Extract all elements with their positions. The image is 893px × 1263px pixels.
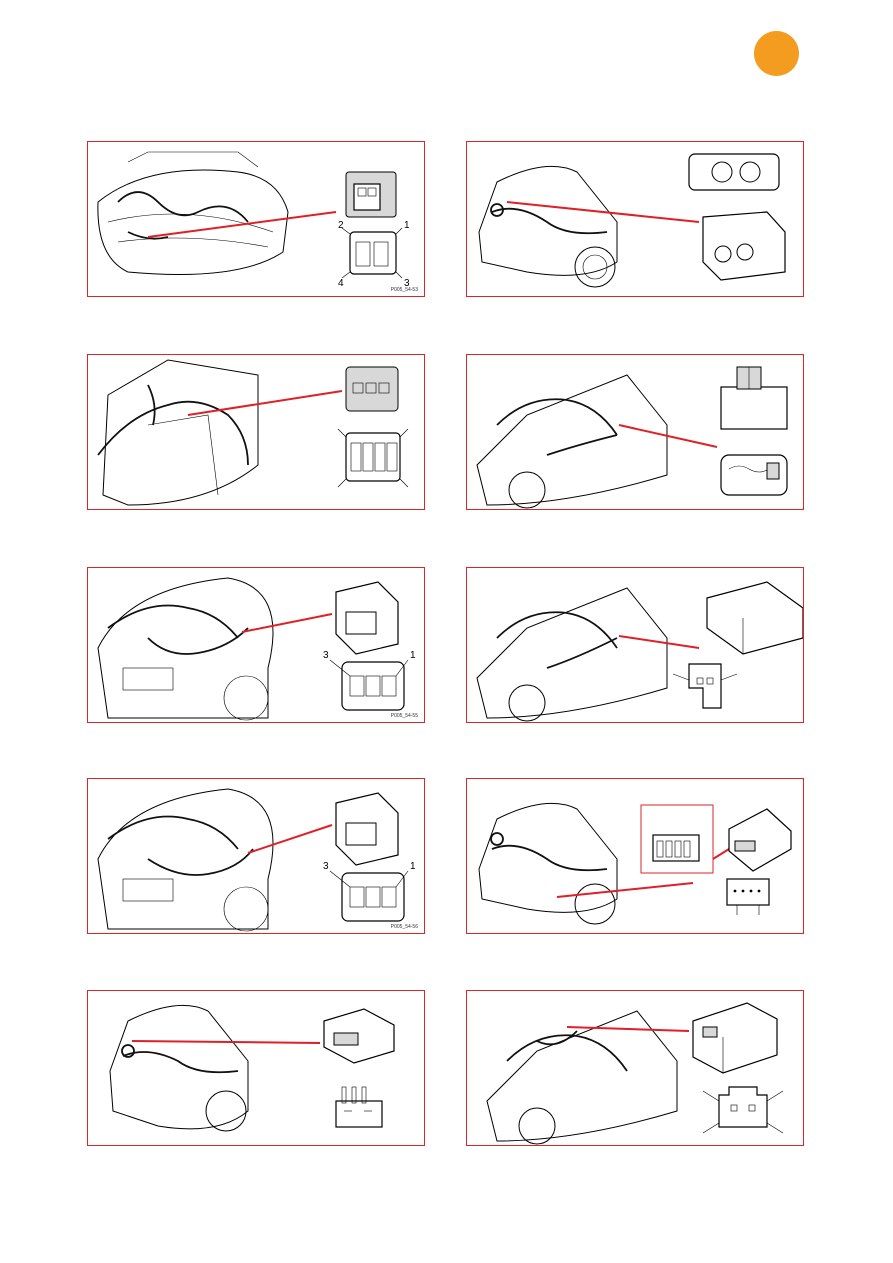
connector-face-multipin [727, 879, 769, 915]
connector-panel-8 [466, 778, 804, 934]
engine-bay-illustration [98, 789, 273, 931]
sedan-side-illustration [487, 1011, 677, 1144]
pin-label: 3 [323, 650, 329, 661]
connector-panel-3 [87, 354, 425, 510]
connector-panel-5: 3 1 P005_54-55 [87, 567, 425, 723]
panel-6-drawing [467, 568, 803, 722]
figure-code: P005_54-56 [391, 924, 418, 930]
sedan-side-illustration [477, 588, 667, 721]
panel-9-drawing [88, 991, 424, 1145]
tailgate-illustration [98, 360, 258, 505]
detail-inset-box [641, 805, 729, 873]
connector-face-flat [336, 1087, 382, 1127]
connector-face-box [703, 1087, 783, 1133]
panel-1-drawing: 2 1 4 3 [88, 142, 424, 296]
connector-face-4pin [342, 228, 402, 278]
panel-10-drawing [467, 991, 803, 1145]
orange-page-badge [754, 31, 799, 76]
panel-3-drawing [88, 355, 424, 509]
connector-housing-4pin [346, 172, 396, 217]
connector-panel-9 [87, 990, 425, 1146]
figure-code: P005_54-55 [391, 713, 418, 719]
panel-7-drawing: 3 1 [88, 779, 424, 933]
panel-8-drawing [467, 779, 803, 933]
connector-face-8pin [338, 429, 408, 487]
connector-side-view [721, 367, 787, 429]
connector-panel-10 [466, 990, 804, 1146]
connector-face-3pin [330, 871, 408, 921]
engine-bay-illustration [98, 578, 273, 720]
pin-label: 2 [338, 220, 344, 231]
connector-face-3pin [330, 660, 408, 710]
connector-housing-2hole [703, 212, 785, 280]
pin-label: 1 [404, 220, 410, 231]
connector-housing-3pin [336, 582, 398, 654]
connector-housing-8pin [346, 367, 398, 411]
connector-housing-2pin [707, 582, 803, 654]
connector-housing-box [693, 1003, 777, 1073]
sedan-side-illustration [477, 375, 667, 508]
connector-panel-6 [466, 567, 804, 723]
wagon-rear-illustration [110, 1005, 248, 1131]
connector-front-view [721, 455, 787, 495]
wagon-rear-illustration [479, 166, 617, 287]
connector-face-2hole [689, 154, 779, 190]
panel-5-drawing: 3 1 [88, 568, 424, 722]
pin-label: 1 [410, 650, 416, 661]
pin-label: 4 [338, 278, 344, 289]
connector-housing-flat [324, 1009, 394, 1063]
panel-2-drawing [467, 142, 803, 296]
connector-housing-multipin [729, 809, 791, 871]
connector-panel-2 [466, 141, 804, 297]
connector-panel-1: 2 1 4 3 P005_54-53 [87, 141, 425, 297]
pin-label: 1 [410, 861, 416, 872]
connector-panel-7: 3 1 P005_54-56 [87, 778, 425, 934]
pin-label: 3 [323, 861, 329, 872]
panel-4-drawing [467, 355, 803, 509]
trunk-car-illustration [98, 152, 288, 275]
connector-panel-4 [466, 354, 804, 510]
figure-code: P005_54-53 [391, 287, 418, 293]
wagon-rear-illustration [479, 803, 617, 924]
connector-housing-3pin [336, 793, 398, 865]
connector-face-2pin [673, 664, 737, 708]
